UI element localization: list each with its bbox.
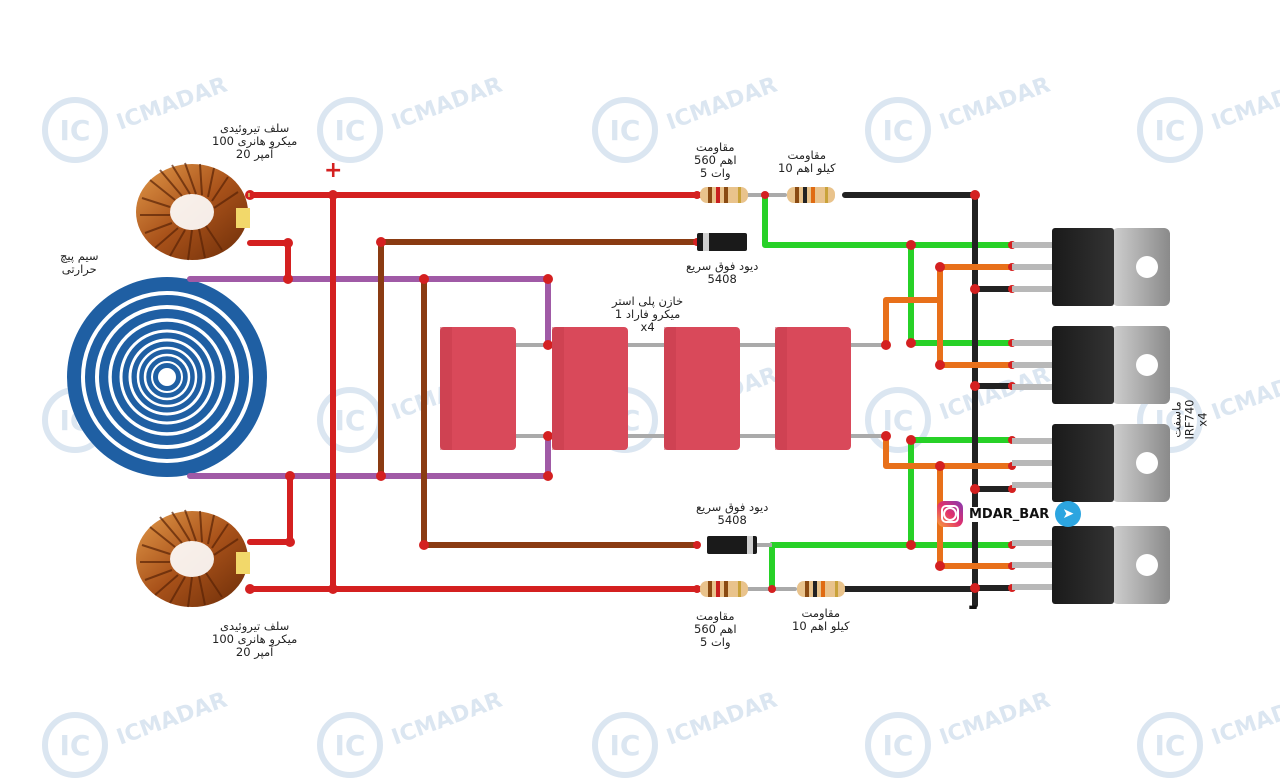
svg-text:ICMADAR: ICMADAR	[664, 688, 781, 751]
mosfet-2	[1012, 326, 1170, 404]
svg-text:ICMADAR: ICMADAR	[1209, 363, 1280, 426]
mosfets	[1012, 228, 1170, 604]
diode-bottom	[707, 536, 772, 554]
svg-text:IC: IC	[335, 404, 366, 437]
instagram-icon[interactable]	[937, 501, 963, 527]
capacitor-3	[664, 327, 740, 450]
telegram-icon[interactable]: ➤	[1055, 501, 1082, 527]
resistor-560-top	[700, 187, 748, 203]
capacitors	[440, 327, 851, 450]
heating-coil	[67, 277, 267, 477]
svg-text:ICMADAR: ICMADAR	[1209, 73, 1280, 136]
mosfet-3	[1012, 424, 1170, 502]
svg-text:ICMADAR: ICMADAR	[937, 688, 1054, 751]
capacitor-4	[775, 327, 851, 450]
toroid-inductor-top	[136, 162, 250, 261]
svg-text:IC: IC	[335, 114, 366, 147]
svg-text:IC: IC	[883, 729, 914, 762]
svg-text:ICMADAR: ICMADAR	[937, 363, 1054, 426]
svg-text:IC: IC	[883, 114, 914, 147]
svg-text:IC: IC	[60, 729, 91, 762]
social-handle[interactable]: MDAR_BAR ➤	[937, 501, 1082, 527]
capacitor-2	[552, 327, 628, 450]
resistor-10k-top	[787, 187, 835, 203]
capacitor-1	[440, 327, 516, 450]
svg-text:ICMADAR: ICMADAR	[1209, 688, 1280, 751]
svg-text:IC: IC	[335, 729, 366, 762]
svg-text:IC: IC	[610, 729, 641, 762]
mosfet-1	[1012, 228, 1170, 306]
svg-text:IC: IC	[60, 114, 91, 147]
svg-text:ICMADAR: ICMADAR	[389, 688, 506, 751]
svg-text:IC: IC	[1155, 729, 1186, 762]
svg-text:IC: IC	[1155, 114, 1186, 147]
diode-top	[697, 233, 747, 251]
svg-text:ICMADAR: ICMADAR	[937, 73, 1054, 136]
svg-text:ICMADAR: ICMADAR	[389, 73, 506, 136]
positive-sign: +	[324, 158, 343, 183]
resistor-560-bottom	[700, 581, 748, 597]
mosfet-4	[1012, 526, 1170, 604]
svg-text:ICMADAR: ICMADAR	[114, 688, 231, 751]
resistor-10k-bottom	[797, 581, 845, 597]
svg-text:IC: IC	[610, 114, 641, 147]
social-handle-text: MDAR_BAR	[967, 506, 1052, 522]
negative-sign: -	[968, 592, 978, 620]
toroid-inductor-bottom	[136, 509, 250, 608]
svg-text:ICMADAR: ICMADAR	[664, 73, 781, 136]
